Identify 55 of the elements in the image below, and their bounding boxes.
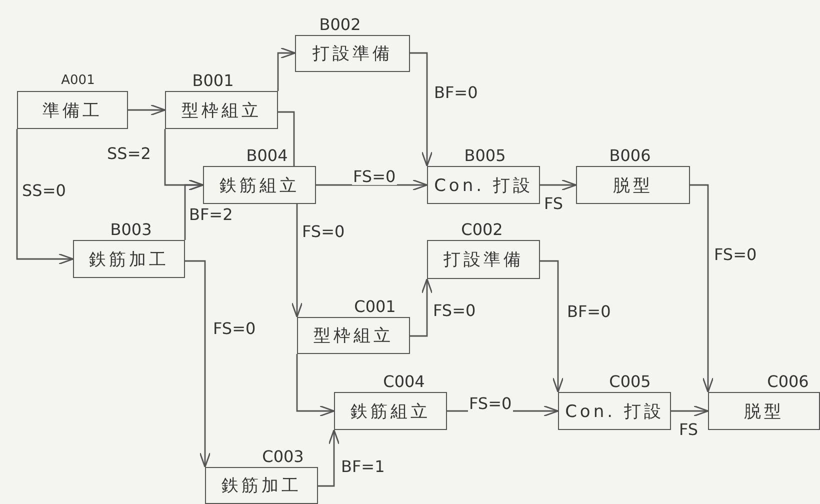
task-box: Con. 打設 <box>558 392 671 430</box>
task-box: 鉄筋加工 <box>205 467 318 504</box>
arrow <box>184 179 204 240</box>
arrow <box>291 204 303 318</box>
edge-label: FS=0 <box>301 223 346 240</box>
edge-label: SS=0 <box>21 182 67 199</box>
arrow <box>540 179 577 191</box>
edge-label: BF=2 <box>188 206 234 223</box>
edge-label: FS=0 <box>212 320 257 337</box>
arrow <box>410 278 433 337</box>
activity-code: C001 <box>354 299 396 315</box>
edge-label: BF=0 <box>433 84 479 101</box>
activity-code: B001 <box>192 73 234 89</box>
task-box: 鉄筋組立 <box>203 166 316 204</box>
edge-label: SS=2 <box>106 145 152 162</box>
activity-code: C003 <box>262 449 304 465</box>
edge-label: FS=0 <box>713 246 758 263</box>
activity-code: C004 <box>383 374 425 390</box>
arrow <box>690 184 714 393</box>
task-box: 打設準備 <box>427 240 540 279</box>
edge-label: FS=0 <box>468 395 513 412</box>
activity-code: C002 <box>461 222 503 238</box>
edge-label: FS=0 <box>432 302 477 319</box>
task-box: 準備工 <box>17 91 128 129</box>
task-box: 脱型 <box>576 166 690 204</box>
task-box: 鉄筋組立 <box>334 392 447 430</box>
activity-code: B003 <box>110 222 152 238</box>
arrow <box>540 260 564 393</box>
activity-code: C005 <box>609 374 651 390</box>
activity-code: B006 <box>609 148 651 164</box>
activity-code: C006 <box>767 374 809 390</box>
arrow <box>296 354 335 417</box>
task-box: Con. 打設 <box>427 166 540 204</box>
edge-label: FS <box>678 421 700 438</box>
arrow <box>318 429 340 487</box>
edge-label: BF=0 <box>566 303 612 320</box>
task-box: 型枠組立 <box>297 317 410 354</box>
edge-label: FS <box>543 195 564 212</box>
activity-code: B004 <box>246 148 288 164</box>
edge-label: BF=1 <box>340 458 386 475</box>
arrow <box>185 260 211 468</box>
arrow <box>277 47 296 91</box>
arrow <box>671 405 709 417</box>
activity-code: B002 <box>319 17 361 33</box>
activity-code: A001 <box>61 73 95 89</box>
task-box: 打設準備 <box>295 35 410 72</box>
arrow <box>410 52 433 167</box>
task-box: 鉄筋加工 <box>73 240 185 278</box>
arrow <box>128 104 166 116</box>
task-box: 型枠組立 <box>165 91 278 129</box>
task-box: 脱型 <box>708 392 820 430</box>
arrow <box>316 179 428 191</box>
activity-code: B005 <box>464 148 506 164</box>
edge-label: FS=0 <box>352 168 397 185</box>
arrow <box>16 129 74 265</box>
